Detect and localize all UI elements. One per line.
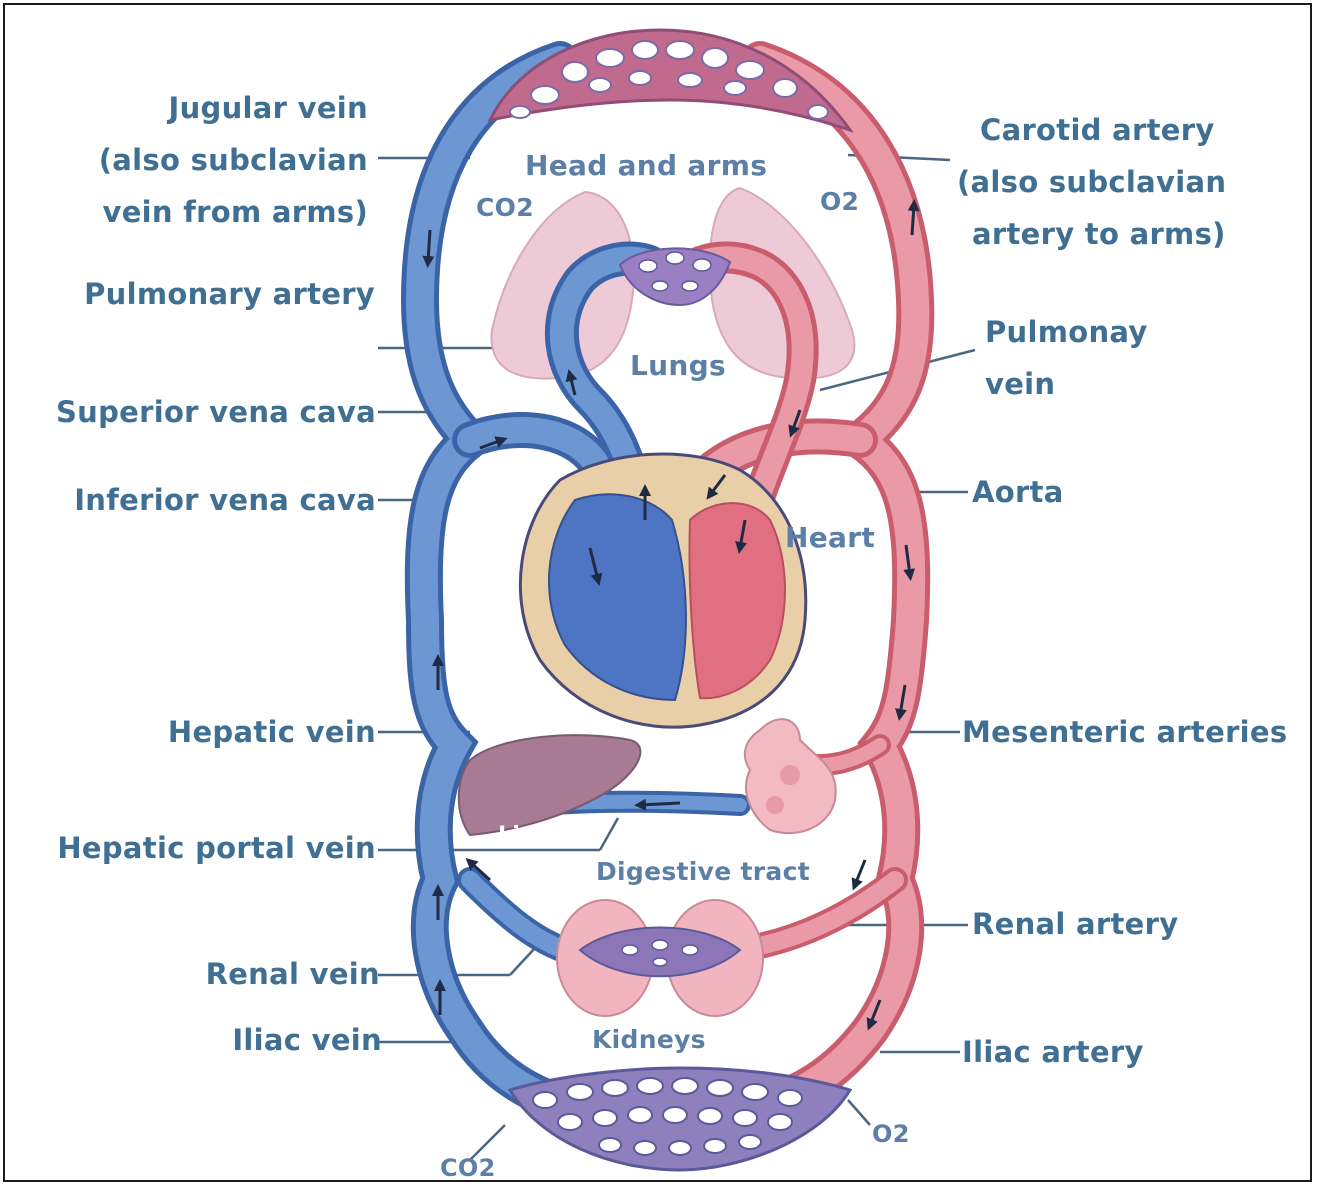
image-border bbox=[3, 3, 1312, 1182]
